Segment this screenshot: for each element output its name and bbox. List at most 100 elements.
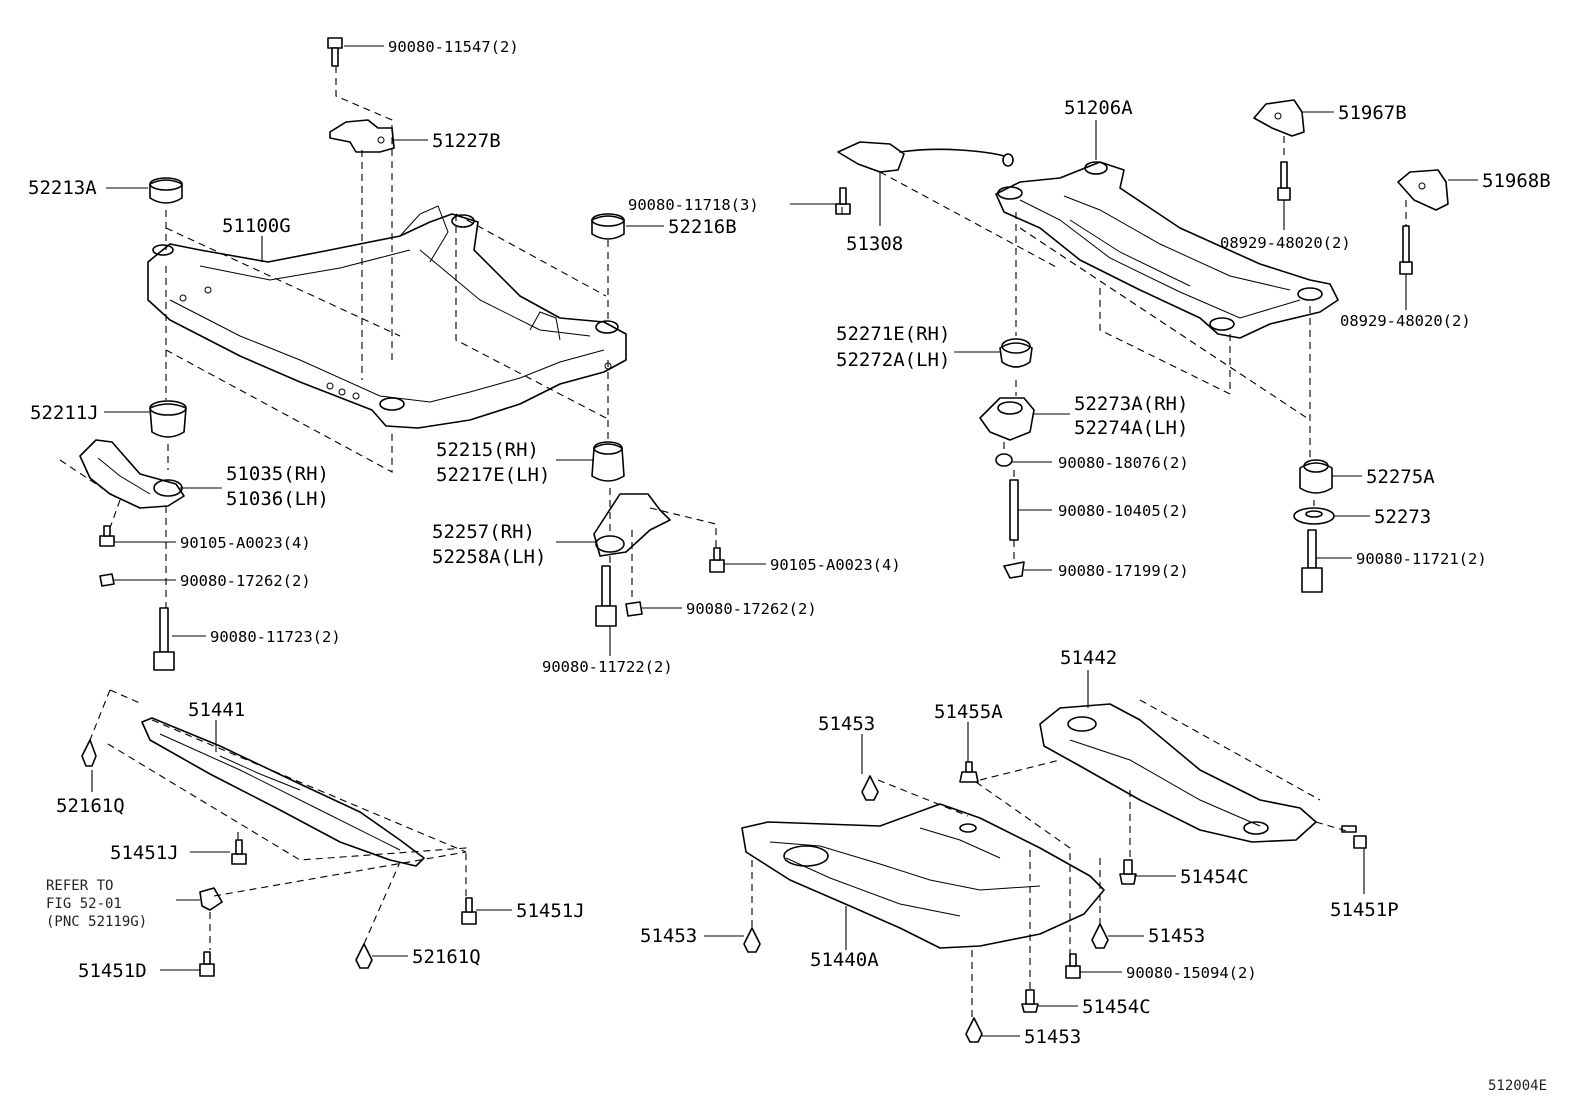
label-08929-48020-b: 08929-48020(2)	[1340, 312, 1471, 330]
label-51967b: 51967B	[1338, 102, 1407, 124]
bolt-51451j-b	[461, 897, 477, 925]
label-52215: 52215(RH)	[436, 439, 539, 461]
bolt-90080-11722	[595, 565, 617, 627]
label-51454c-a: 51454C	[1180, 866, 1249, 888]
label-51451p: 51451P	[1330, 899, 1399, 921]
label-52273a: 52273A(RH)	[1074, 393, 1188, 415]
washer-90080-18076	[995, 453, 1013, 467]
label-51451j-b: 51451J	[516, 900, 585, 922]
bushing-52275a	[1299, 459, 1333, 494]
clip-refer	[199, 887, 223, 911]
label-52272a: 52272A(LH)	[836, 349, 950, 371]
note-refer-to: REFER TO	[46, 878, 113, 894]
bushing-52271e	[999, 338, 1033, 368]
label-51968b: 51968B	[1482, 170, 1551, 192]
bolt-90105-a0023-a	[99, 525, 115, 547]
label-51451d: 51451D	[78, 960, 147, 982]
bolt-90080-11547	[327, 37, 343, 67]
figure-id: 512004E	[1488, 1078, 1547, 1094]
bracket-51227b	[329, 119, 395, 153]
label-51453-b: 51453	[640, 925, 697, 947]
label-52161q-a: 52161Q	[56, 795, 125, 817]
label-52211j: 52211J	[30, 402, 99, 424]
bolt-90080-11723	[153, 607, 175, 671]
label-90080-17199: 90080-17199(2)	[1058, 562, 1189, 580]
label-51442: 51442	[1060, 647, 1117, 669]
nut-90080-17262-a	[99, 573, 115, 587]
clip-51453-d	[965, 1017, 983, 1043]
bolt-90080-15094	[1065, 953, 1081, 979]
under-cover-51440a	[741, 803, 1105, 949]
bolt-90080-11721	[1301, 529, 1323, 593]
clip-52161q-a	[81, 739, 97, 767]
label-51453-d: 51453	[1024, 1026, 1081, 1048]
label-90080-11718: 90080-11718(3)	[628, 196, 759, 214]
bracket-51308	[837, 141, 1014, 173]
note-pnc: (PNC 52119G)	[46, 914, 147, 930]
label-90105-a0023-b: 90105-A0023(4)	[770, 556, 901, 574]
label-52274a: 52274A(LH)	[1074, 417, 1188, 439]
nut-90080-17199	[1003, 561, 1025, 579]
rear-crossmember-51206a	[995, 161, 1339, 339]
bolt-90080-10405	[1009, 479, 1019, 541]
label-51035: 51035(RH)	[226, 463, 329, 485]
label-52258a: 52258A(LH)	[432, 546, 546, 568]
label-52161q-b: 52161Q	[412, 946, 481, 968]
label-51455a: 51455A	[934, 701, 1003, 723]
label-51227b: 51227B	[432, 130, 501, 152]
label-52213a: 52213A	[28, 177, 97, 199]
label-90080-11723: 90080-11723(2)	[210, 628, 341, 646]
clip-51453-b	[743, 927, 761, 953]
label-51451j-a: 51451J	[110, 842, 179, 864]
label-51453-a: 51453	[818, 713, 875, 735]
bushing-52215	[591, 441, 625, 482]
clip-51453-a	[861, 775, 879, 801]
bracket-51967b	[1253, 99, 1305, 137]
nut-90080-17262-b	[625, 601, 643, 617]
label-90080-15094: 90080-15094(2)	[1126, 964, 1257, 982]
clip-52161q-b	[355, 943, 373, 969]
under-cover-51442	[1039, 703, 1317, 843]
bolt-08929-48020-b	[1399, 225, 1413, 275]
bushing-52216b	[591, 213, 625, 240]
label-90080-18076: 90080-18076(2)	[1058, 454, 1189, 472]
leader-lines	[91, 45, 1478, 1037]
label-90080-10405: 90080-10405(2)	[1058, 502, 1189, 520]
label-90080-11721: 90080-11721(2)	[1356, 550, 1487, 568]
front-crossmember-51100g	[147, 205, 627, 429]
label-52217e: 52217E(LH)	[436, 464, 550, 486]
bolt-90080-11718	[835, 187, 851, 215]
bushing-52211j	[149, 400, 187, 438]
clip-51453-c	[1091, 923, 1109, 949]
bolt-08929-48020-a	[1277, 161, 1291, 201]
label-51441: 51441	[188, 699, 245, 721]
part-labels: 90080-11547(2) 51227B 52213A 51100G 5221…	[28, 38, 1551, 1094]
label-52271e: 52271E(RH)	[836, 323, 950, 345]
bracket-51968b	[1397, 169, 1449, 211]
label-51454c-b: 51454C	[1082, 996, 1151, 1018]
label-51440a: 51440A	[810, 949, 879, 971]
under-cover-51441	[141, 717, 425, 867]
label-90080-11722: 90080-11722(2)	[542, 658, 673, 676]
label-90080-17262-a: 90080-17262(2)	[180, 572, 311, 590]
assembly-dashed-lines	[59, 66, 1407, 1018]
label-90105-a0023-a: 90105-A0023(4)	[180, 534, 311, 552]
label-51036: 51036(LH)	[226, 488, 329, 510]
bolt-51451p	[1341, 825, 1367, 849]
label-08929-48020-a: 08929-48020(2)	[1220, 234, 1351, 252]
label-52275a: 52275A	[1366, 466, 1435, 488]
label-90080-17262-b: 90080-17262(2)	[686, 600, 817, 618]
label-52273: 52273	[1374, 506, 1431, 528]
note-fig: FIG 52-01	[46, 896, 122, 912]
bracket-52257	[593, 493, 671, 557]
label-51453-c: 51453	[1148, 925, 1205, 947]
label-52216b: 52216B	[668, 216, 737, 238]
washer-52273	[1293, 507, 1335, 525]
clip-51455a	[959, 761, 979, 783]
label-90080-11547: 90080-11547(2)	[388, 38, 519, 56]
bushing-52273a	[979, 397, 1035, 441]
label-52257: 52257(RH)	[432, 521, 535, 543]
bushing-52213a	[149, 177, 183, 204]
bolt-51451j-a	[231, 839, 247, 865]
